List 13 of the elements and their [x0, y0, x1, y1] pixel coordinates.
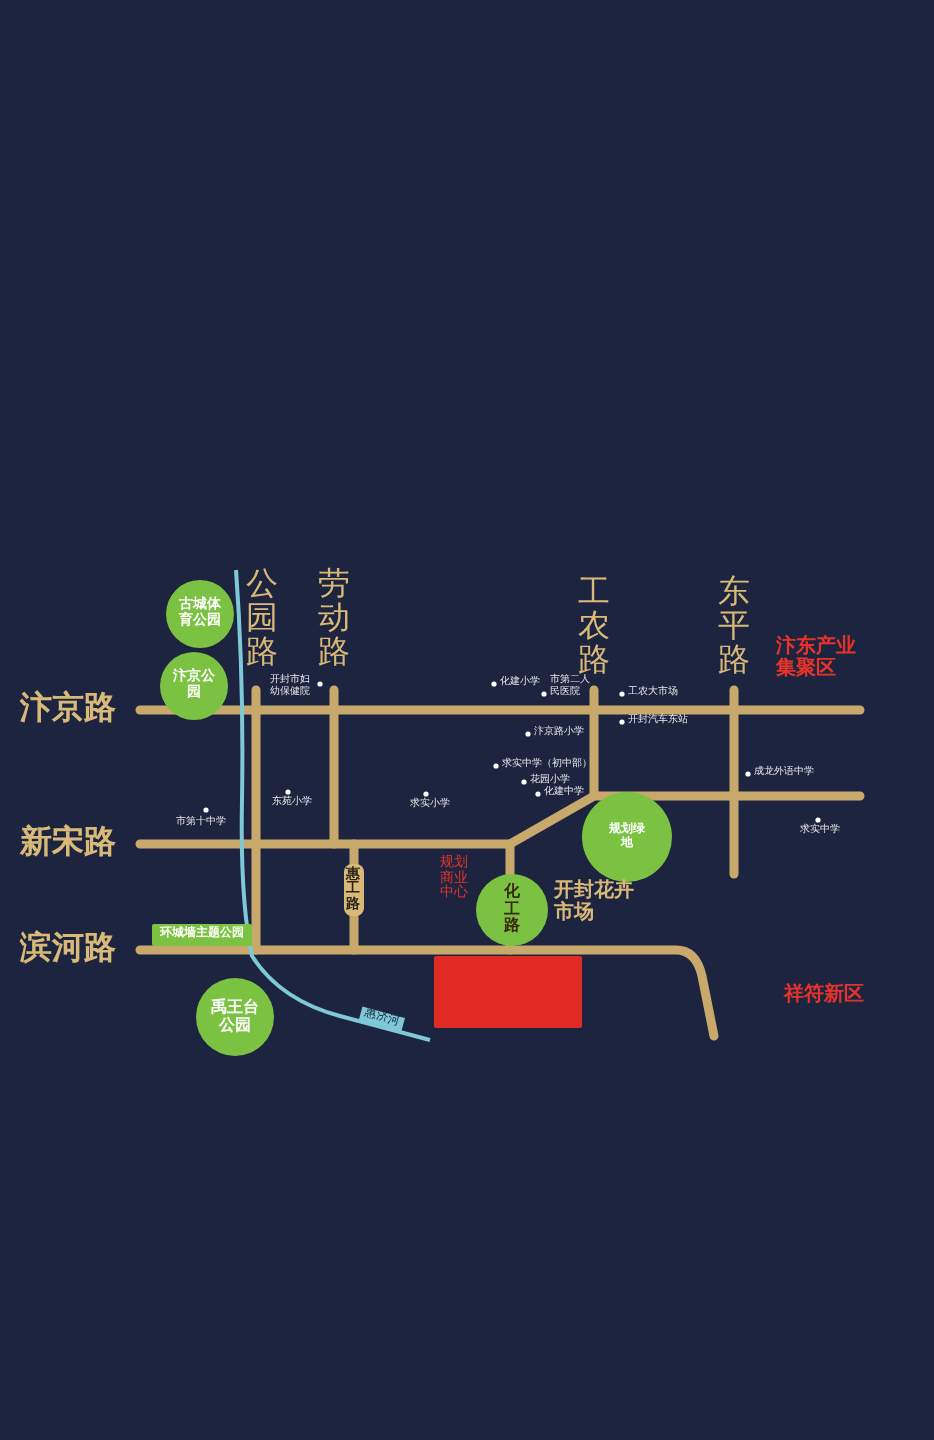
market-name: 开封花卉市场 — [554, 880, 636, 924]
road-name: 公园路 — [246, 568, 279, 669]
road-name: 滨河路 — [20, 930, 116, 966]
road-name: 新宋路 — [20, 824, 116, 860]
district-name: 祥符新区 — [784, 984, 864, 1006]
park-circle: 禹王台公园 — [196, 978, 274, 1056]
road-name: 东平路 — [718, 576, 752, 677]
road-name: 工农路 — [578, 576, 612, 677]
site-block — [434, 956, 582, 1028]
district-name: 汴东产业集聚区 — [776, 636, 858, 680]
road-name: 劳动路 — [318, 568, 352, 669]
road-name: 汴京路 — [20, 690, 116, 726]
park-circle: 化工路 — [476, 874, 548, 946]
